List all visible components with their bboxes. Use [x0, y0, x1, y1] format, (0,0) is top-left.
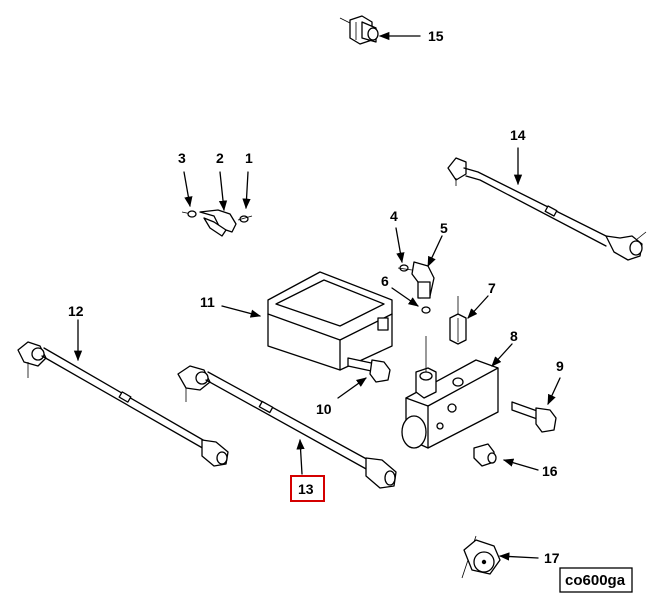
part-2-elbow-assembly [181, 209, 253, 237]
part-16-fitting [473, 443, 497, 467]
part-14-hose [447, 157, 647, 261]
callout-17: 17 [544, 550, 560, 566]
callout-13-highlight[interactable]: 13 [290, 475, 325, 502]
callout-13: 13 [298, 481, 314, 497]
callout-7: 7 [488, 280, 496, 296]
callout-11: 11 [200, 294, 215, 310]
part-7-fitting [449, 296, 467, 345]
part-5-elbow-fitting [397, 261, 435, 314]
part-13-hose [177, 365, 397, 489]
callout-16: 16 [542, 463, 558, 479]
callout-6: 6 [381, 273, 389, 289]
part-9-bolt [511, 401, 557, 433]
callout-3: 3 [178, 150, 186, 166]
callout-4: 4 [390, 208, 398, 224]
callout-15: 15 [428, 28, 444, 44]
part-10-bolt [347, 357, 391, 383]
leader-lines [73, 31, 561, 561]
callout-14: 14 [510, 127, 526, 143]
callout-10: 10 [316, 401, 332, 417]
part-11-cover [267, 271, 393, 371]
callout-2: 2 [216, 150, 224, 166]
callout-9: 9 [556, 358, 564, 374]
figure-id-box: co600ga [559, 567, 633, 593]
part-12-hose [17, 341, 229, 467]
part-17-plug [461, 535, 501, 579]
part-15-fitting [339, 15, 379, 45]
part-8-manifold [401, 336, 499, 449]
callout-1: 1 [245, 150, 253, 166]
callout-12: 12 [68, 303, 84, 319]
callout-5: 5 [440, 220, 448, 236]
figure-id: co600ga [565, 572, 626, 589]
callout-8: 8 [510, 328, 518, 344]
